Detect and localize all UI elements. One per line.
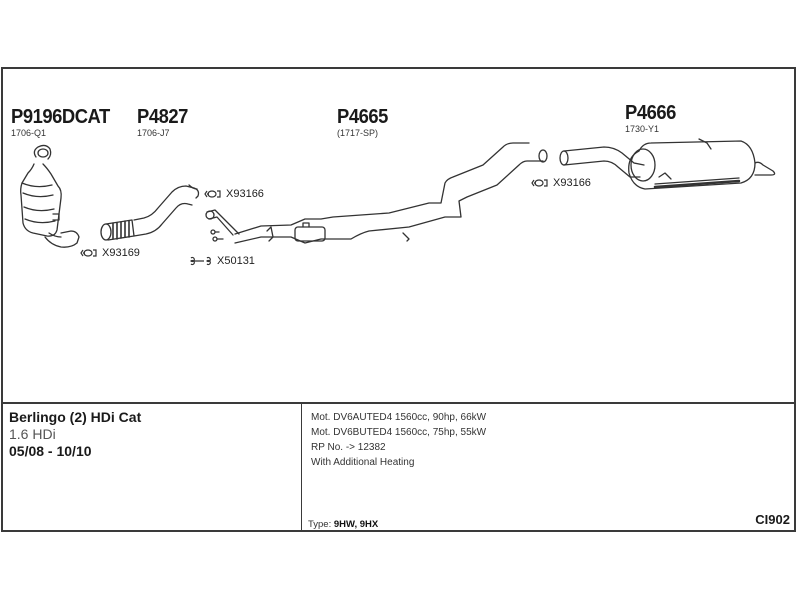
column-divider bbox=[301, 403, 302, 532]
vehicle-info: Berlingo (2) HDi Cat 1.6 HDi 05/08 - 10/… bbox=[9, 409, 299, 459]
middle-pipe-drawing bbox=[205, 142, 548, 244]
part-label-rear-silencer: P4666 1730-Y1 bbox=[625, 103, 680, 134]
note-line: Mot. DV6BUTED4 1560cc, 75hp, 55kW bbox=[311, 427, 487, 438]
type-label: Type: bbox=[308, 519, 332, 530]
dpf-catalyst-drawing bbox=[20, 144, 80, 248]
part-reference: 1730-Y1 bbox=[625, 124, 660, 134]
part-label-middle-pipe: P4665 (1717-SP) bbox=[337, 107, 392, 138]
diagram-code: CI902 bbox=[755, 512, 790, 527]
fitting-code[interactable]: X93166 bbox=[553, 177, 591, 189]
exhaust-system-diagram: P9196DCAT 1706-Q1 P4827 1706-J7 P4665 (1… bbox=[3, 69, 794, 403]
clamp-icon bbox=[204, 190, 221, 198]
part-reference: (1717-SP) bbox=[337, 128, 379, 138]
fitting-x93166-rear: X93166 bbox=[531, 177, 591, 189]
fitting-code[interactable]: X50131 bbox=[217, 255, 255, 267]
note-line: Mot. DV6AUTED4 1560cc, 90hp, 66kW bbox=[311, 412, 487, 423]
part-number[interactable]: P4666 bbox=[625, 102, 676, 124]
note-line: RP No. -> 12382 bbox=[311, 442, 386, 453]
part-number[interactable]: P9196DCAT bbox=[11, 106, 110, 128]
part-number[interactable]: P4827 bbox=[137, 106, 188, 128]
part-label-flex-pipe: P4827 1706-J7 bbox=[137, 107, 192, 138]
note-line: With Additional Heating bbox=[311, 457, 415, 468]
part-number[interactable]: P4665 bbox=[337, 106, 388, 128]
fitting-code[interactable]: X93166 bbox=[226, 188, 264, 200]
part-label-dpf: P9196DCAT 1706-Q1 bbox=[11, 107, 118, 138]
exhaust-parts-drawing bbox=[20, 138, 776, 248]
bolt-spring-icon bbox=[190, 256, 211, 266]
clamp-icon bbox=[531, 179, 548, 187]
fitting-x50131: X50131 bbox=[189, 255, 255, 267]
vehicle-engine: 1.6 HDi bbox=[9, 426, 56, 442]
rear-silencer-drawing bbox=[559, 138, 776, 190]
fitting-code[interactable]: X93169 bbox=[102, 247, 140, 259]
section-divider bbox=[3, 402, 794, 404]
type-value: 9HW, 9HX bbox=[333, 519, 379, 530]
part-reference: 1706-J7 bbox=[137, 128, 170, 138]
engine-notes: Mot. DV6AUTED4 1560cc, 90hp, 66kW Mot. D… bbox=[311, 410, 486, 470]
clamp-icon bbox=[80, 249, 97, 257]
fitting-x93169: X93169 bbox=[80, 247, 140, 259]
part-reference: 1706-Q1 bbox=[11, 128, 47, 138]
flex-pipe-drawing bbox=[100, 184, 200, 241]
exhaust-diagram-sheet: P9196DCAT 1706-Q1 P4827 1706-J7 P4665 (1… bbox=[1, 67, 796, 532]
vehicle-years: 05/08 - 10/10 bbox=[9, 443, 92, 459]
fitting-x93166-front: X93166 bbox=[204, 188, 264, 200]
vehicle-type: Type: 9HW, 9HX bbox=[308, 519, 378, 530]
vehicle-name: Berlingo (2) HDi Cat bbox=[9, 409, 142, 425]
